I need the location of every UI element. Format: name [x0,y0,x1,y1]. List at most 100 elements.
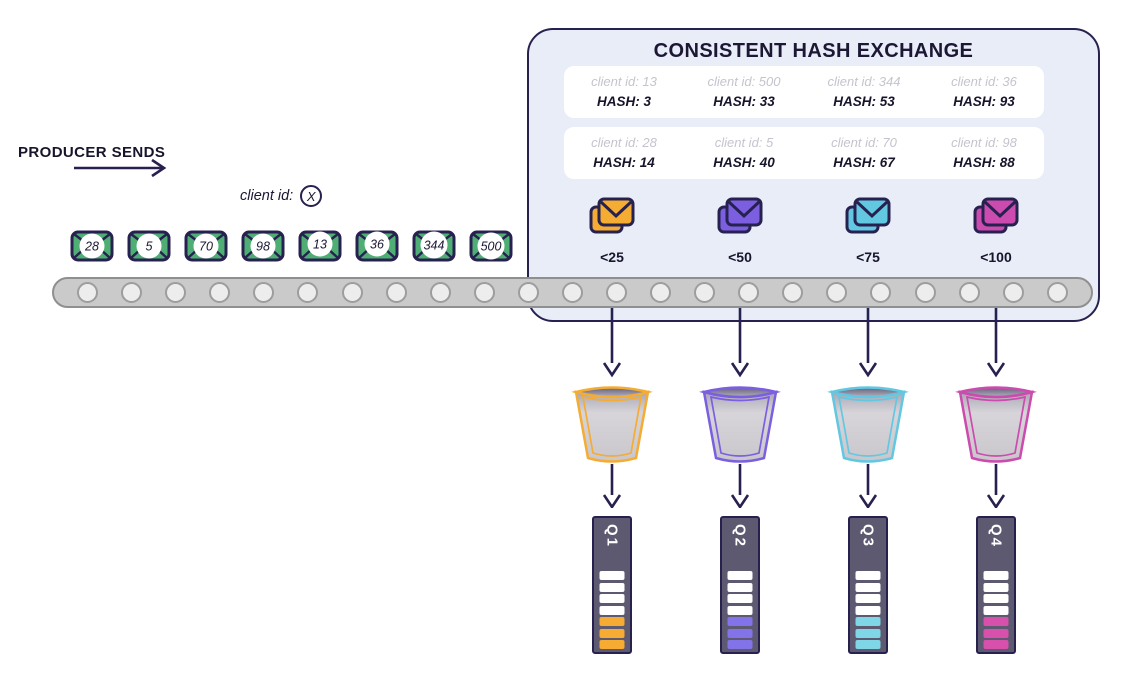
belt-roller [297,282,319,303]
client-id-text: client id: 98 [951,135,1017,150]
conveyor-belt [52,277,1093,308]
message-segment [599,628,625,638]
hash-value-text: HASH: 88 [953,155,1015,170]
hash-value-text: HASH: 33 [713,94,775,109]
message-segment [983,605,1009,615]
belt-roller [341,282,363,303]
hash-value-text: HASH: 14 [593,155,655,170]
client-id-text: client id: 28 [591,135,657,150]
belt-roller [121,282,143,303]
message-segment [855,571,881,580]
hash-cell: client id: 13 HASH: 3 [564,66,684,118]
belt-roller [958,282,980,303]
message-segment [727,582,753,592]
message-envelope-344: 344 [412,230,456,262]
queue-segments [983,571,1009,649]
queue-label: Q3 [859,524,877,549]
message-segment [983,582,1009,592]
queue-q3: Q3 [848,516,888,654]
message-segment [727,617,753,626]
client-id-caption: client id: X [240,185,323,207]
message-segment [983,594,1009,603]
client-id-text: client id: 13 [591,74,657,89]
hash-value-text: HASH: 40 [713,155,775,170]
hash-cell: client id: 98 HASH: 88 [924,127,1044,179]
bucket-amber [571,386,653,463]
message-segment [855,594,881,603]
belt-roller [561,282,583,303]
belt-roller [606,282,628,303]
svg-text:36: 36 [370,238,384,252]
message-segment [983,617,1009,626]
belt-roller [165,282,187,303]
exchange-title: CONSISTENT HASH EXCHANGE [653,40,974,62]
bucket-purple [699,386,781,463]
message-segment [727,594,753,603]
bucket-to-queue-arrow-icon [602,464,622,508]
belt-roller [209,282,231,303]
hash-cell: client id: 500 HASH: 33 [684,66,804,118]
belt-roller [77,282,99,303]
message-segment [599,640,625,649]
queue-q1: Q1 [592,516,632,654]
hash-table-row: client id: 13 HASH: 3 client id: 500 HAS… [564,66,1044,118]
consistent-hash-exchange-panel: CONSISTENT HASH EXCHANGE client id: 13 H… [527,28,1100,322]
message-segment [855,617,881,626]
svg-text:98: 98 [256,240,270,254]
producer-arrow-icon [74,158,167,178]
client-id-label: client id: [240,188,294,204]
belt-roller [385,282,407,303]
belt-roller [870,282,892,303]
hash-value-text: HASH: 3 [596,94,651,109]
bucket-cyan [827,386,909,463]
svg-text:28: 28 [84,240,99,254]
svg-text:500: 500 [481,240,502,254]
client-id-text: client id: 500 [707,74,781,89]
belt-roller [1046,282,1068,303]
client-id-text: client id: 70 [831,135,897,150]
envelope-cyan-icon [845,197,891,234]
bucket-to-queue-arrow-icon [858,464,878,508]
message-segment [855,628,881,638]
hash-cell: client id: 5 HASH: 40 [684,127,804,179]
message-envelope-98: 98 [241,230,285,262]
bucket-to-queue-arrow-icon [986,464,1006,508]
queue-q4: Q4 [976,516,1016,654]
svg-text:13: 13 [313,238,327,252]
message-segment [599,617,625,626]
message-segment [727,628,753,638]
belt-roller [782,282,804,303]
hash-value-text: HASH: 53 [833,94,895,109]
message-segment [727,605,753,615]
svg-text:5: 5 [146,240,153,254]
message-segment [599,605,625,615]
belt-roller [738,282,760,303]
queue-segments [599,571,625,649]
message-envelope-13: 13 [298,230,342,262]
hash-cell: client id: 344 HASH: 53 [804,66,924,118]
routing-arrow-icon [858,300,878,378]
message-segment [727,571,753,580]
hash-cell: client id: 28 HASH: 14 [564,127,684,179]
hash-table-row: client id: 28 HASH: 14 client id: 5 HASH… [564,127,1044,179]
client-id-text: client id: 344 [827,74,901,89]
message-envelope-28: 28 [70,230,114,262]
message-envelope-70: 70 [184,230,228,262]
message-envelope-5: 5 [127,230,171,262]
hash-range-label: <100 [980,249,1012,265]
envelope-amber-icon [589,197,635,234]
belt-roller [914,282,936,303]
message-envelope-36: 36 [355,230,399,262]
hash-range-label: <75 [856,249,880,265]
bucket-magenta [955,386,1037,463]
belt-roller [473,282,495,303]
belt-roller [694,282,716,303]
hash-range-label: <50 [728,249,752,265]
svg-text:70: 70 [199,240,213,254]
hash-range-label: <25 [600,249,624,265]
queue-label: Q1 [603,524,621,549]
client-id-text: client id: 36 [951,74,1017,89]
producer-sends-label: PRODUCER SENDS [18,144,166,161]
message-segment [599,594,625,603]
